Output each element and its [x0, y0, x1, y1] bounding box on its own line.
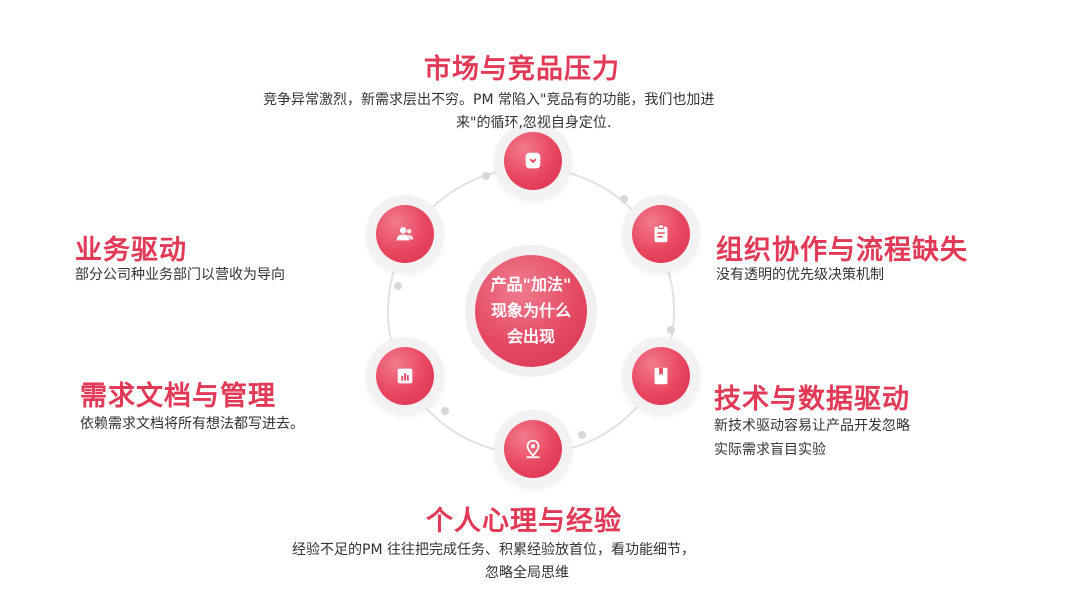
users-icon — [396, 227, 414, 241]
ring-dot — [394, 282, 402, 290]
topic-title-business: 业务驱动 — [75, 235, 187, 266]
node-right-upper — [622, 195, 700, 273]
topic-desc-tech-data-2: 实际需求盲目实验 — [714, 442, 826, 458]
center-circle: 产品"加法" 现象为什么 会出现 — [465, 245, 597, 377]
topic-title-tech-data: 技术与数据驱动 — [714, 384, 910, 415]
ring-dot — [441, 407, 449, 415]
topic-desc-market-1: 竞争异常激烈，新需求层出不穷。PM 常陷入"竞品有的功能，我们也加进 — [263, 92, 715, 108]
node-left-upper — [366, 195, 444, 273]
clipboard-icon — [654, 224, 668, 243]
bar-chart-icon — [397, 368, 413, 384]
topic-desc-organization: 没有透明的优先级决策机制 — [716, 267, 884, 283]
topic-title-market: 市场与竞品压力 — [424, 54, 620, 85]
bookmark-icon — [654, 367, 668, 385]
node-top — [494, 122, 572, 200]
topic-title-requirements-doc: 需求文档与管理 — [80, 381, 276, 412]
ring-dot — [578, 431, 586, 439]
chat-badge-icon — [525, 152, 541, 169]
center-line-2: 现象为什么 — [490, 301, 571, 320]
topic-desc-business: 部分公司种业务部门以营收为导向 — [75, 267, 285, 283]
topic-desc-psychology-2: 忽略全局思维 — [485, 565, 569, 581]
center-line-3: 会出现 — [506, 327, 555, 346]
ring-dot — [482, 172, 490, 180]
topic-title-psychology: 个人心理与经验 — [426, 506, 622, 537]
center-line-1: 产品"加法" — [490, 275, 572, 294]
center-label: 产品"加法" 现象为什么 会出现 — [476, 272, 586, 350]
center-core: 产品"加法" 现象为什么 会出现 — [475, 255, 587, 367]
topic-desc-market-2: 来"的循环,忽视自身定位. — [456, 115, 612, 131]
ring-dot — [620, 195, 628, 203]
topic-title-organization: 组织协作与流程缺失 — [716, 235, 968, 266]
topic-desc-tech-data-1: 新技术驱动容易让产品开发忽略 — [714, 418, 910, 434]
node-right-lower — [622, 337, 700, 415]
node-left-lower — [366, 337, 444, 415]
location-pin-icon — [526, 439, 540, 459]
node-bottom — [494, 410, 572, 488]
topic-desc-requirements-doc: 依赖需求文档将所有想法都写进去。 — [80, 416, 304, 432]
ring-dot — [667, 326, 675, 334]
topic-desc-psychology-1: 经验不足的PM 往往把完成任务、积累经验放首位，看功能细节， — [292, 542, 695, 558]
